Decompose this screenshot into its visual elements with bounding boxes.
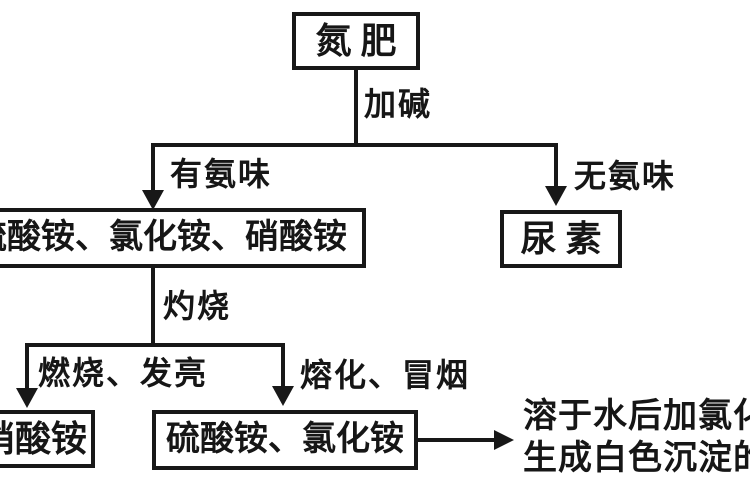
arrowhead-result-icon	[494, 430, 514, 450]
arrowhead-melt-smoke-icon	[272, 386, 294, 406]
edge-label-has-ammonia: 有氨味	[170, 156, 273, 192]
connector-root-to-split	[354, 70, 358, 145]
edge-label-ignite: 灼烧	[163, 288, 232, 324]
connector-ignite-split-horizontal	[25, 343, 285, 347]
edge-label-no-ammonia: 无氨味	[574, 158, 677, 194]
connector-right-branch	[554, 143, 558, 187]
result-note-line2: 生成白色沉淀的	[523, 440, 750, 477]
node-urea-label: 尿 素	[520, 219, 602, 259]
edge-label-burn-glow: 燃烧、发亮	[38, 355, 209, 391]
connector-ignite	[151, 268, 155, 347]
node-urea: 尿 素	[500, 210, 622, 268]
node-ammonium-salts-label: 硫酸铵、氯化铵、硝酸铵	[0, 219, 347, 256]
node-nitrate: 硝酸铵	[0, 410, 95, 468]
connector-left-branch	[151, 143, 155, 193]
connector-result	[418, 438, 496, 442]
node-nitrogen-fertilizer-label: 氮 肥	[315, 21, 397, 61]
connector-melt-smoke-branch	[281, 343, 285, 388]
connector-burn-glow-branch	[25, 343, 29, 390]
node-sulfate-chloride: 硫酸铵、氯化铵	[152, 410, 418, 470]
node-ammonium-salts: 硫酸铵、氯化铵、硝酸铵	[0, 208, 366, 268]
arrowhead-left-branch-icon	[142, 190, 164, 210]
arrowhead-burn-glow-icon	[16, 388, 38, 408]
edge-label-add-alkali: 加碱	[364, 86, 433, 122]
node-nitrogen-fertilizer: 氮 肥	[292, 12, 420, 70]
result-note-line1: 溶于水后加氯化	[523, 398, 750, 435]
edge-label-melt-smoke: 熔化、冒烟	[300, 357, 471, 393]
node-sulfate-chloride-label: 硫酸铵、氯化铵	[166, 421, 404, 458]
arrowhead-right-branch-icon	[545, 186, 567, 206]
node-nitrate-label: 硝酸铵	[0, 419, 87, 459]
connector-split-horizontal	[151, 143, 558, 147]
